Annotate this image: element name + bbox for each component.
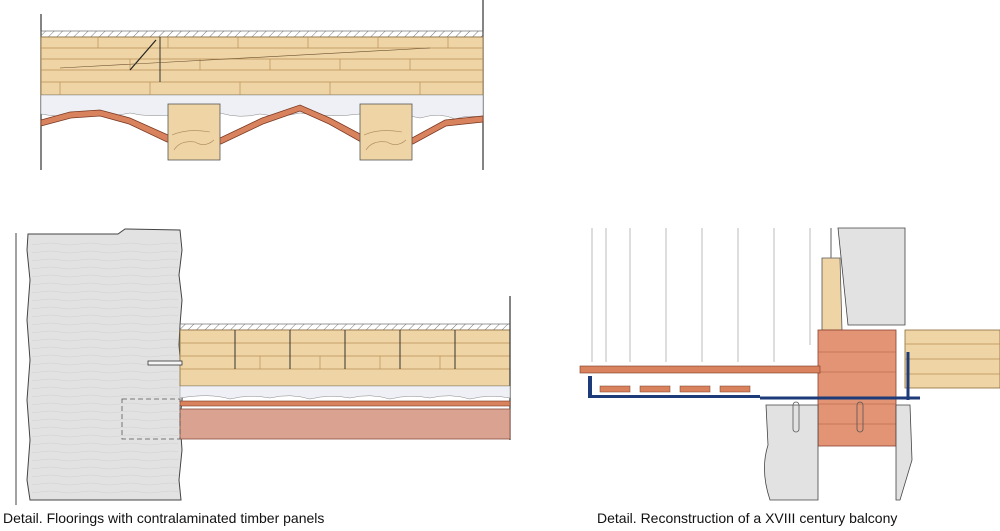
stone-wall-texture [32, 240, 178, 495]
window-frame [821, 257, 843, 331]
caption-flooring-detail: Detail. Floorings with contralaminated t… [3, 510, 325, 526]
balcony-detail [579, 227, 1000, 501]
top-clt-panel [40, 36, 484, 96]
balcony-slab-lines [905, 343, 1000, 375]
balcony-deck [579, 365, 821, 374]
caption-balcony-detail: Detail. Reconstruction of a XVIII centur… [597, 510, 898, 526]
balcony-steel-tray [588, 376, 760, 398]
railing-bars [591, 228, 811, 362]
left-board [179, 400, 511, 407]
left-wall-detail [15, 228, 511, 505]
beam-pocket-dashed [121, 398, 181, 440]
balcony-stone-upper [837, 227, 906, 326]
top-screw [129, 39, 157, 71]
left-existing-beam [179, 408, 511, 440]
left-screed [179, 323, 511, 331]
top-screed [40, 30, 484, 38]
top-floor-detail [40, 0, 484, 170]
wall-anchor [147, 360, 183, 366]
balcony-stone-lower [764, 404, 913, 501]
top-beam-left [167, 103, 221, 161]
left-insulation [179, 385, 511, 400]
balcony-ribs [599, 385, 751, 393]
balcony-anchors [792, 401, 864, 433]
top-grain-diagonal [59, 47, 431, 69]
wood-grain-icon [171, 130, 407, 151]
left-panel-joints [234, 330, 456, 369]
top-beam-right [359, 103, 413, 161]
